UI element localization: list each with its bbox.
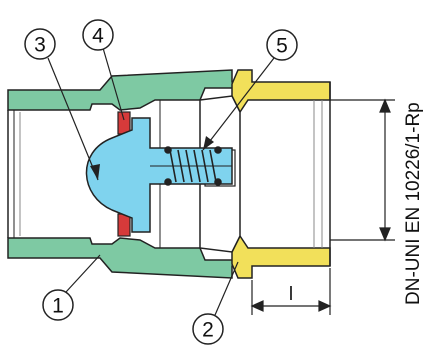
spring-wire-end [164, 178, 172, 186]
leader-5 [202, 57, 275, 151]
callout-circle [82, 19, 114, 51]
callout-4: 4 [82, 19, 114, 51]
dim-arrowhead-bottom [379, 227, 391, 242]
callout-1: 1 [42, 289, 74, 321]
callout-number: 2 [202, 319, 214, 342]
leader-4 [102, 47, 125, 121]
callout-number: 1 [52, 295, 64, 318]
callout-2: 2 [192, 313, 224, 345]
spring-wire-end [214, 146, 222, 154]
tailpiece-lower [231, 234, 331, 279]
leader-3 [47, 57, 99, 181]
callout-circle [192, 313, 224, 345]
callout-circle [266, 29, 298, 61]
leader-lines [47, 47, 275, 323]
leader-5-arrowhead [203, 136, 214, 150]
callout-5: 5 [266, 29, 298, 61]
len-arrowhead-right [318, 300, 332, 312]
leader-2 [211, 261, 239, 323]
diameter-dimension [330, 98, 395, 242]
spring-wire-end [164, 146, 172, 154]
length-label: l [289, 284, 293, 305]
body-lower-wall [7, 237, 246, 279]
callout-circle [42, 289, 74, 321]
callout-3: 3 [24, 28, 56, 60]
spring [164, 146, 222, 186]
callout-number: 4 [92, 25, 104, 48]
spring-coil [169, 149, 217, 183]
callout-circle [24, 28, 56, 60]
seal-upper [117, 111, 131, 135]
length-dimension [250, 268, 332, 315]
check-disc [85, 117, 233, 233]
len-arrowhead-left [250, 300, 264, 312]
callout-number: 5 [276, 35, 288, 58]
valve-body-green [7, 69, 246, 279]
dim-arrowhead-top [379, 98, 391, 113]
spring-wire-end [214, 178, 222, 186]
seal-lower [117, 213, 131, 237]
tailpiece-upper [231, 69, 331, 114]
standard-label: DN-UNI EN 10226/1-Rp [403, 102, 424, 305]
tailpiece-yellow [231, 69, 331, 279]
callout-number: 3 [34, 34, 46, 57]
leader-3-arrowhead [90, 164, 100, 180]
leader-1 [65, 254, 101, 293]
body-upper-wall [7, 69, 246, 111]
